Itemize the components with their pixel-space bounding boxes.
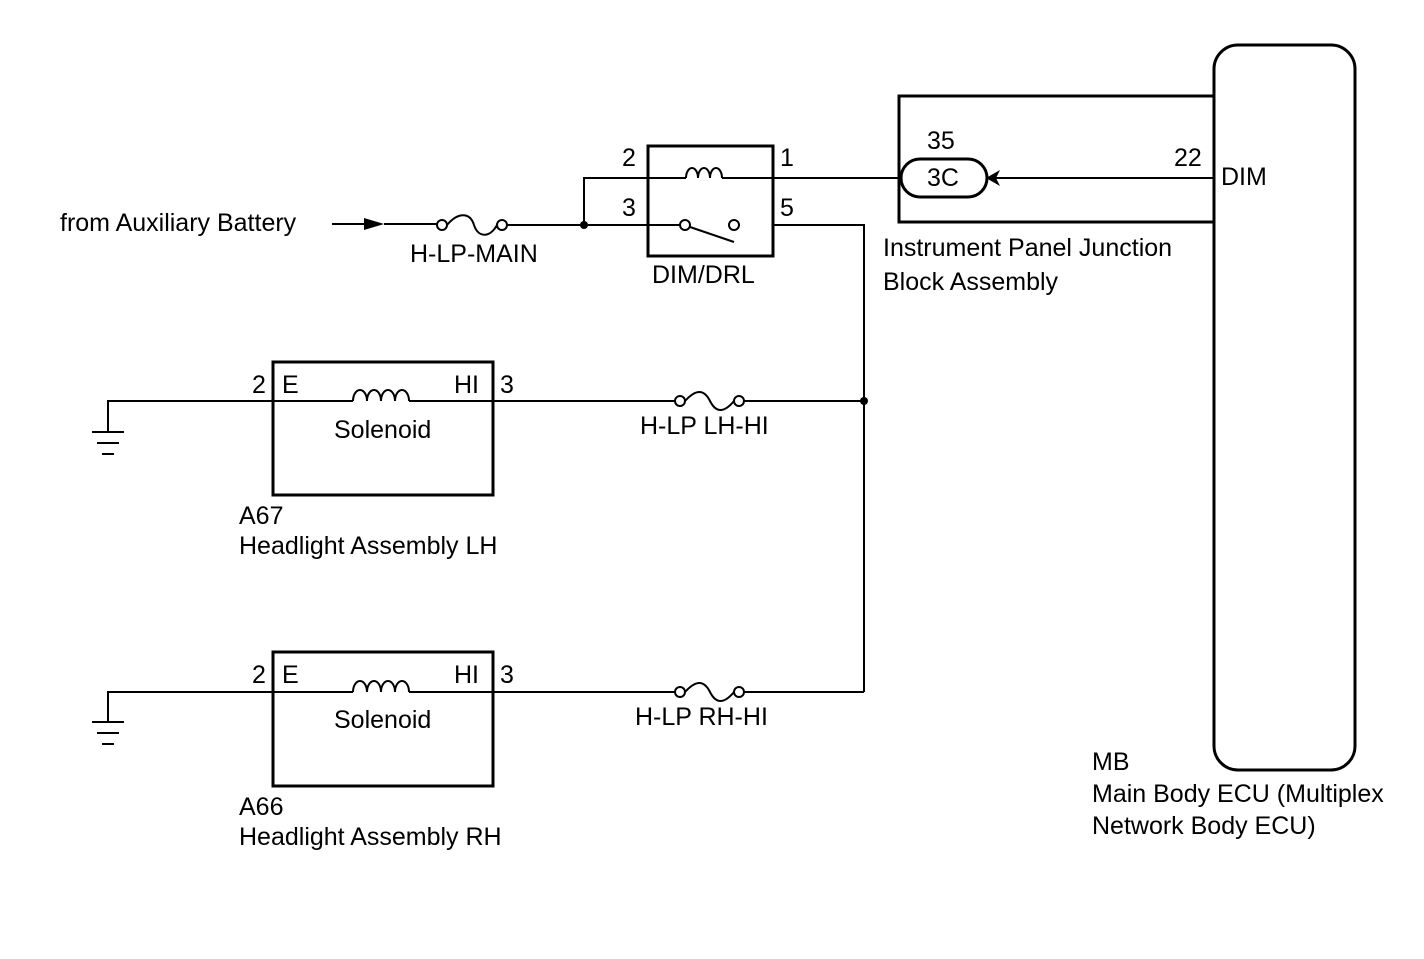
ecu-terminal-dim: DIM	[1221, 163, 1267, 191]
rh-pin-hi: 3	[500, 661, 514, 689]
rh-solenoid-label: Solenoid	[334, 706, 431, 734]
headlight-rh: 2 E HI 3 Solenoid A66 Headlight Assembly…	[92, 650, 514, 851]
lh-name: Headlight Assembly LH	[239, 532, 497, 560]
fuse-rh-symbol	[684, 682, 735, 702]
main-body-ecu: 22 DIM MB Main Body ECU (Multiplex Netwo…	[1092, 43, 1384, 840]
fuse-lh-terminal-right	[733, 395, 745, 407]
relay-pin-1: 1	[780, 144, 794, 172]
lh-pin-hi: 3	[500, 371, 514, 399]
ecu-name-line2: Network Body ECU)	[1092, 812, 1316, 840]
fuse-h-lp-main: H-LP-MAIN	[410, 214, 538, 268]
relay-coil-icon	[685, 167, 723, 179]
lh-box	[271, 360, 495, 497]
fuse-lh-symbol	[684, 391, 735, 411]
junction-pin-35: 35	[927, 127, 955, 155]
fuse-rh-label: H-LP RH-HI	[635, 703, 768, 731]
feed-arrow-icon	[364, 218, 384, 230]
relay-pin-3: 3	[622, 194, 636, 222]
relay-box	[646, 144, 775, 258]
relay-pin-5: 5	[780, 194, 794, 222]
rh-name: Headlight Assembly RH	[239, 823, 502, 851]
battery-feed: from Auxiliary Battery	[60, 209, 437, 237]
fuse-rh-terminal-left	[674, 686, 686, 698]
fuse-main-terminal-right	[496, 219, 508, 231]
ecu-pin-22: 22	[1174, 144, 1202, 172]
junction-dot-main	[580, 221, 588, 229]
junction-block-name-line2: Block Assembly	[883, 268, 1059, 296]
relay-label: DIM/DRL	[652, 261, 755, 289]
lh-label-hi: HI	[454, 371, 479, 399]
rh-ground-wire	[107, 691, 273, 722]
ecu-box	[1212, 43, 1357, 772]
lh-pin-e: 2	[252, 371, 266, 399]
connector-pin-icon	[986, 170, 1000, 186]
relay-pin-2: 2	[622, 144, 636, 172]
fuse-rh-terminal-right	[733, 686, 745, 698]
lh-code: A67	[239, 502, 283, 530]
relay-switch-contact-right	[728, 219, 740, 231]
fuse-main-terminal-left	[436, 219, 448, 231]
relay-dim-drl: 2 3 1 5 DIM/DRL	[622, 144, 794, 289]
ecu-name-line1: Main Body ECU (Multiplex	[1092, 780, 1384, 808]
lh-ground-wire	[107, 400, 273, 432]
lh-solenoid-coil-icon	[352, 389, 410, 402]
rh-box	[271, 650, 495, 788]
fuse-main-symbol	[446, 214, 498, 236]
lh-solenoid-label: Solenoid	[334, 416, 431, 444]
connector-3c-label: 3C	[927, 164, 959, 192]
ecu-code: MB	[1092, 748, 1130, 776]
fuse-lh-terminal-left	[674, 395, 686, 407]
lh-label-e: E	[282, 371, 299, 399]
rh-code: A66	[239, 793, 283, 821]
fuse-main-label: H-LP-MAIN	[410, 240, 538, 268]
rh-pin-e: 2	[252, 661, 266, 689]
fuse-h-lp-rh-hi: H-LP RH-HI	[635, 682, 768, 731]
rh-solenoid-coil-icon	[352, 680, 410, 693]
junction-block: 3C 35 Instrument Panel Junction Block As…	[883, 94, 1214, 296]
relay-switch-blade	[689, 226, 735, 243]
fuse-lh-label: H-LP LH-HI	[640, 412, 769, 440]
wire-relay-coil-feed	[583, 177, 648, 225]
relay-switch-contact-left	[679, 219, 691, 231]
fuse-h-lp-lh-hi: H-LP LH-HI	[640, 391, 769, 440]
junction-block-outline	[897, 94, 1214, 224]
wire-relay-switch-output	[773, 224, 865, 692]
rh-label-e: E	[282, 661, 299, 689]
junction-block-name-line1: Instrument Panel Junction	[883, 234, 1172, 262]
rh-label-hi: HI	[454, 661, 479, 689]
source-label: from Auxiliary Battery	[60, 209, 297, 237]
headlight-lh: 2 E HI 3 Solenoid A67 Headlight Assembly…	[92, 360, 514, 560]
